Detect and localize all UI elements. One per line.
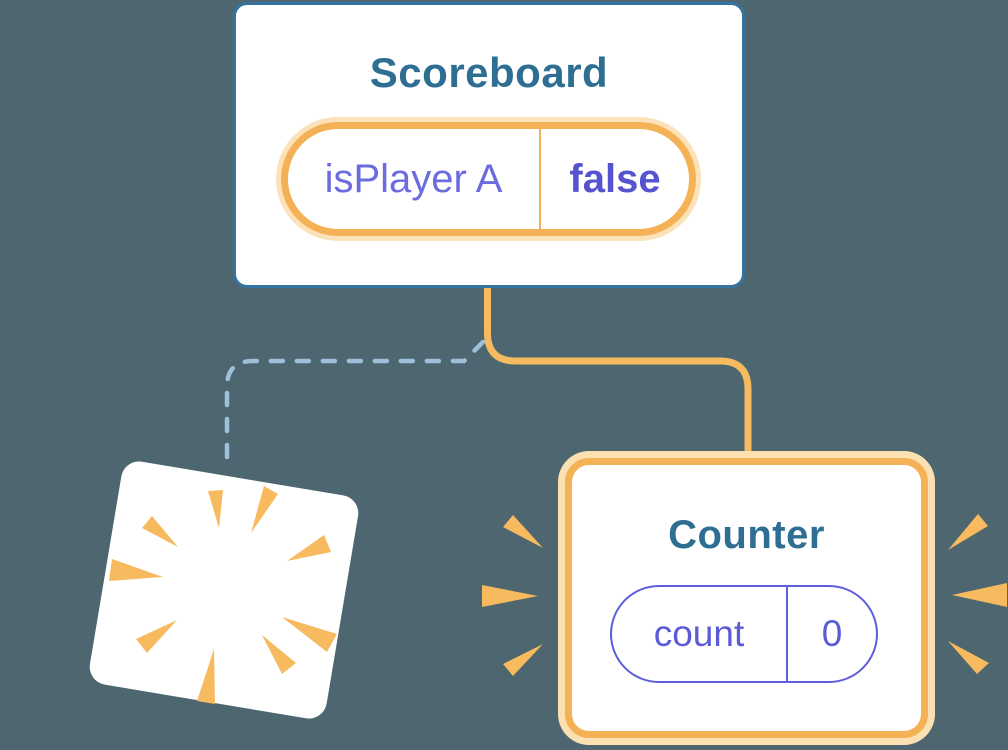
solid-connector-counter — [484, 287, 752, 455]
counter-component-card: Counter count 0 — [565, 458, 928, 738]
dashed-connector-removed-component — [224, 339, 486, 460]
poof-burst-icon — [109, 486, 337, 704]
counter-state-pill: count 0 — [610, 585, 878, 683]
burst-rays-left-icon — [482, 515, 543, 676]
scoreboard-component-card: Scoreboard isPlayer A false — [233, 2, 745, 288]
counter-title: Counter — [668, 513, 825, 557]
state-key-label: isPlayer A — [324, 156, 503, 201]
state-value-label: false — [569, 156, 661, 201]
burst-rays-right-icon — [948, 514, 1007, 674]
state-key-label: count — [653, 613, 745, 654]
scoreboard-title: Scoreboard — [369, 49, 609, 96]
state-value-label: 0 — [821, 613, 843, 654]
scoreboard-state-pill: isPlayer A false — [281, 122, 696, 236]
poof-card — [89, 461, 359, 719]
pill-divider — [786, 587, 788, 681]
pill-divider — [539, 129, 541, 229]
